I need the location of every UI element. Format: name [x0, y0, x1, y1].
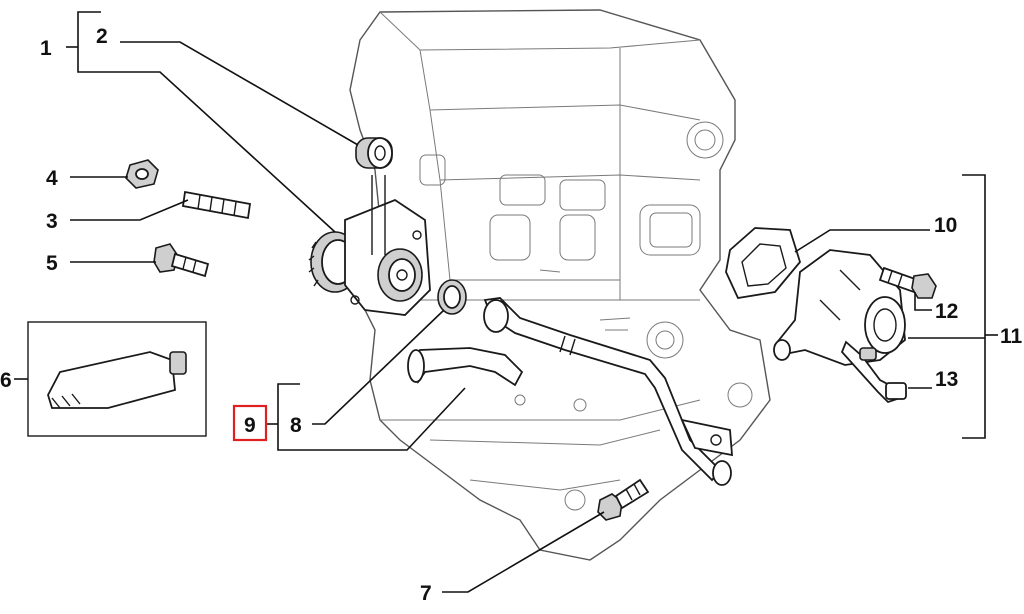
callout-9: 9: [244, 414, 256, 437]
callout-2: 2: [96, 25, 108, 48]
highlight-box: [232, 404, 268, 442]
callout-5: 5: [46, 252, 58, 275]
callout-4: 4: [46, 167, 58, 190]
callout-11: 11: [1000, 325, 1023, 348]
leader-lines: [14, 11, 998, 593]
callout-7: 7: [420, 582, 432, 605]
part-12-bolt: [878, 266, 937, 299]
part-10-gasket: [725, 227, 802, 299]
part-3-stud: [181, 190, 252, 220]
part-6-sealant-tube: [27, 321, 207, 437]
part-9-coolant-pipe: [407, 297, 733, 486]
part-7-bolt: [597, 478, 650, 521]
callout-10: 10: [934, 214, 957, 237]
part-8-o-ring: [437, 279, 467, 315]
part-1-water-pump: [308, 175, 431, 316]
callout-13: 13: [935, 368, 958, 391]
callout-8: 8: [290, 414, 302, 437]
callout-labels: 1 2 4 3 5 6 9 8 7 10 12 11 13: [0, 25, 1023, 605]
callout-3: 3: [46, 210, 58, 233]
part-4-nut: [125, 159, 159, 189]
callout-6: 6: [0, 369, 12, 392]
part-2-bushing: [355, 137, 393, 169]
callout-12: 12: [935, 300, 958, 323]
part-5-bolt: [153, 243, 210, 278]
callout-1: 1: [40, 37, 52, 60]
part-13-temperature-sensor: [840, 340, 907, 404]
